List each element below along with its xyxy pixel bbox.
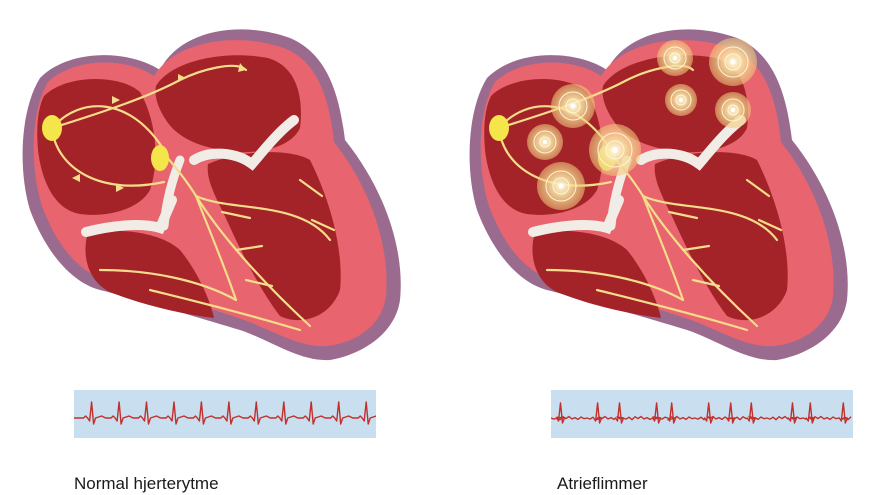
heart-normal-illustration (0, 0, 440, 380)
ecg-strip-afib (551, 390, 853, 438)
ecg-strip-normal (74, 390, 376, 438)
sinoatrial-node (489, 115, 509, 141)
ecg-trace-afib (551, 403, 851, 423)
afib-panel: Atrieflimmer (447, 0, 887, 495)
heart-afib-illustration (447, 0, 887, 380)
caption-afib: Atrieflimmer (557, 474, 648, 494)
fibrillation-focus (657, 40, 693, 76)
sinoatrial-node (42, 115, 62, 141)
normal-rhythm-panel: Normal hjerterytme (0, 0, 440, 495)
fibrillation-focus (527, 124, 563, 160)
fibrillation-focus (665, 84, 697, 116)
atrioventricular-node (151, 145, 169, 171)
ecg-trace-normal (74, 402, 376, 424)
caption-normal-rhythm: Normal hjerterytme (74, 474, 219, 494)
fibrillation-focus (589, 124, 641, 176)
fibrillation-focus (709, 38, 757, 86)
fibrillation-focus (715, 92, 751, 128)
fibrillation-focus (537, 162, 585, 210)
fibrillation-focus (551, 84, 595, 128)
